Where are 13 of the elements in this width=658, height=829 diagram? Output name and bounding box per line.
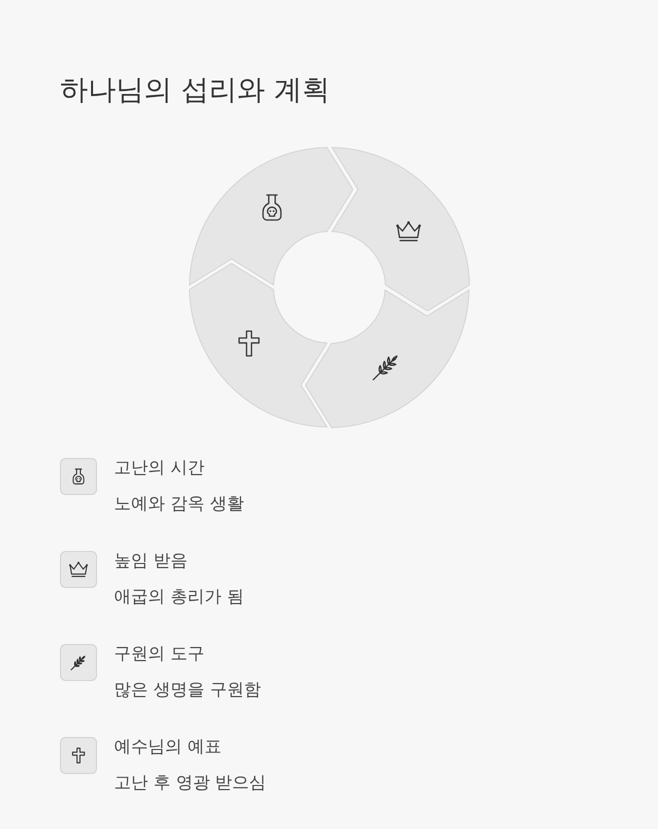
ring-segment [188,263,330,428]
item-description: 고난 후 영광 받으심 [114,773,266,793]
item-description: 노예와 감옥 생활 [114,494,244,514]
item-heading: 높임 받음 [114,551,188,571]
item-heading: 구원의 도구 [114,644,204,664]
item-heading: 고난의 시간 [114,458,204,478]
ring-segment [328,146,470,311]
item-description: 애굽의 총리가 됨 [114,587,244,607]
title: 하나님의 섭리와 계획 [60,74,330,106]
item-description: 많은 생명을 구원함 [114,680,261,700]
ring-segment [305,286,470,428]
ring-segment [188,146,353,288]
item-heading: 예수님의 예표 [114,737,222,757]
